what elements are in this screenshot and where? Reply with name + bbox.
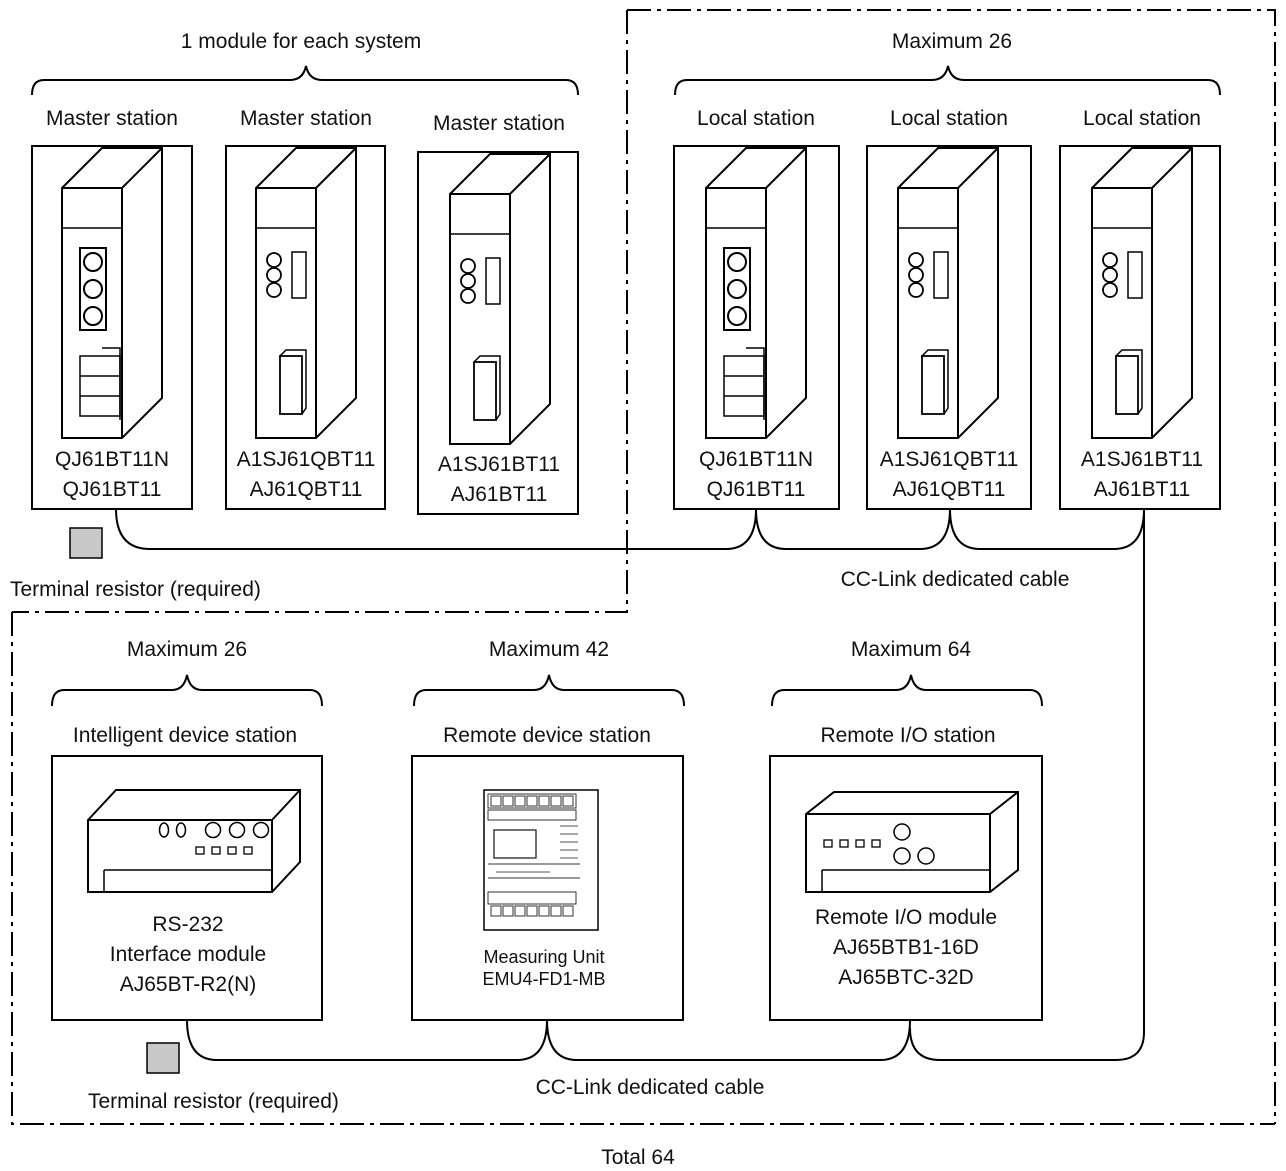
remote-io-module-illustration <box>805 791 1019 893</box>
master-group-brace-label: 1 module for each system <box>180 30 422 53</box>
terminal-resistor-top <box>69 527 103 559</box>
model-name: QJ61BT11 <box>706 478 806 501</box>
remote-io-station-description: Remote I/O module AJ65BTB1-16D AJ65BTC-3… <box>815 903 997 993</box>
local-station-title-1: Local station <box>697 107 815 130</box>
remote-io-brace-label: Maximum 64 <box>850 638 972 661</box>
terminal-resistor-bottom <box>146 1042 180 1074</box>
module-illustration-local-qj61bt11n <box>705 147 807 439</box>
module-illustration-local-a1sj61qbt11 <box>897 147 999 439</box>
master-station-models-3: A1SJ61BT11 AJ61BT11 <box>438 450 560 510</box>
model-name: A1SJ61BT11 <box>437 453 561 476</box>
local-group-brace-label: Maximum 26 <box>891 30 1013 53</box>
description-line: AJ65BT-R2(N) <box>119 973 257 996</box>
remote-io-station-title: Remote I/O station <box>820 724 996 747</box>
model-name: A1SJ61BT11 <box>1080 448 1204 471</box>
master-station-models-1: QJ61BT11N QJ61BT11 <box>55 445 169 505</box>
model-name: QJ61BT11 <box>62 478 162 501</box>
model-name: AJ61QBT11 <box>892 478 1006 501</box>
remote-device-station-description: Measuring Unit EMU4-FD1-MB <box>482 946 605 990</box>
model-name: AJ61BT11 <box>1093 478 1191 501</box>
top-cc-link-cable <box>115 508 1145 1061</box>
intelligent-station-description: RS-232 Interface module AJ65BT-R2(N) <box>110 910 266 1000</box>
master-station-title-1: Master station <box>46 107 178 130</box>
slave-group-boundary <box>11 612 1275 1125</box>
master-station-models-2: A1SJ61QBT11 AJ61QBT11 <box>237 445 376 505</box>
master-brace <box>31 65 579 96</box>
model-name: QJ61BT11N <box>55 448 169 471</box>
master-station-title-2: Master station <box>240 107 372 130</box>
local-station-title-2: Local station <box>890 107 1008 130</box>
local-station-title-3: Local station <box>1083 107 1201 130</box>
description-line: AJ65BTC-32D <box>838 966 974 989</box>
intelligent-brace <box>51 674 323 707</box>
local-station-models-2: A1SJ61QBT11 AJ61QBT11 <box>880 445 1019 505</box>
model-name: AJ61QBT11 <box>249 478 363 501</box>
remote-device-station-title: Remote device station <box>443 724 651 747</box>
terminal-resistor-bottom-label: Terminal resistor (required) <box>88 1090 339 1113</box>
description-line: Measuring Unit <box>483 947 605 967</box>
module-illustration-a1sj61qbt11 <box>255 147 357 439</box>
bottom-cc-link-cable <box>186 1019 911 1061</box>
remote-device-brace-label: Maximum 42 <box>488 638 610 661</box>
description-line: AJ65BTB1-16D <box>833 936 979 959</box>
module-illustration-qj61bt11n <box>61 147 163 439</box>
model-name: A1SJ61QBT11 <box>879 448 1019 471</box>
description-line: Interface module <box>109 943 267 966</box>
description-line: Remote I/O module <box>814 906 998 929</box>
intelligent-brace-label: Maximum 26 <box>126 638 248 661</box>
total-label: Total 64 <box>601 1146 675 1169</box>
master-station-title-3: Master station <box>433 112 565 135</box>
master-group-boundary <box>12 10 628 613</box>
description-line: RS-232 <box>152 913 224 936</box>
module-illustration-a1sj61bt11 <box>449 153 551 445</box>
measuring-unit-illustration <box>483 789 599 931</box>
intelligent-station-title: Intelligent device station <box>72 724 298 747</box>
model-name: AJ61BT11 <box>450 483 548 506</box>
local-station-models-3: A1SJ61BT11 AJ61BT11 <box>1081 445 1203 505</box>
remote-io-brace <box>771 674 1043 707</box>
model-name: QJ61BT11N <box>699 448 813 471</box>
local-group-boundary <box>627 9 1276 1124</box>
terminal-resistor-top-label: Terminal resistor (required) <box>10 578 261 601</box>
rs232-module-illustration <box>87 789 301 893</box>
local-station-models-1: QJ61BT11N QJ61BT11 <box>699 445 813 505</box>
local-brace <box>674 65 1221 96</box>
top-cable-label: CC-Link dedicated cable <box>840 568 1070 591</box>
bottom-cable-label: CC-Link dedicated cable <box>535 1076 765 1099</box>
model-name: A1SJ61QBT11 <box>236 448 376 471</box>
description-line: EMU4-FD1-MB <box>482 969 606 989</box>
remote-device-brace <box>413 674 685 707</box>
module-illustration-local-a1sj61bt11 <box>1091 147 1193 439</box>
